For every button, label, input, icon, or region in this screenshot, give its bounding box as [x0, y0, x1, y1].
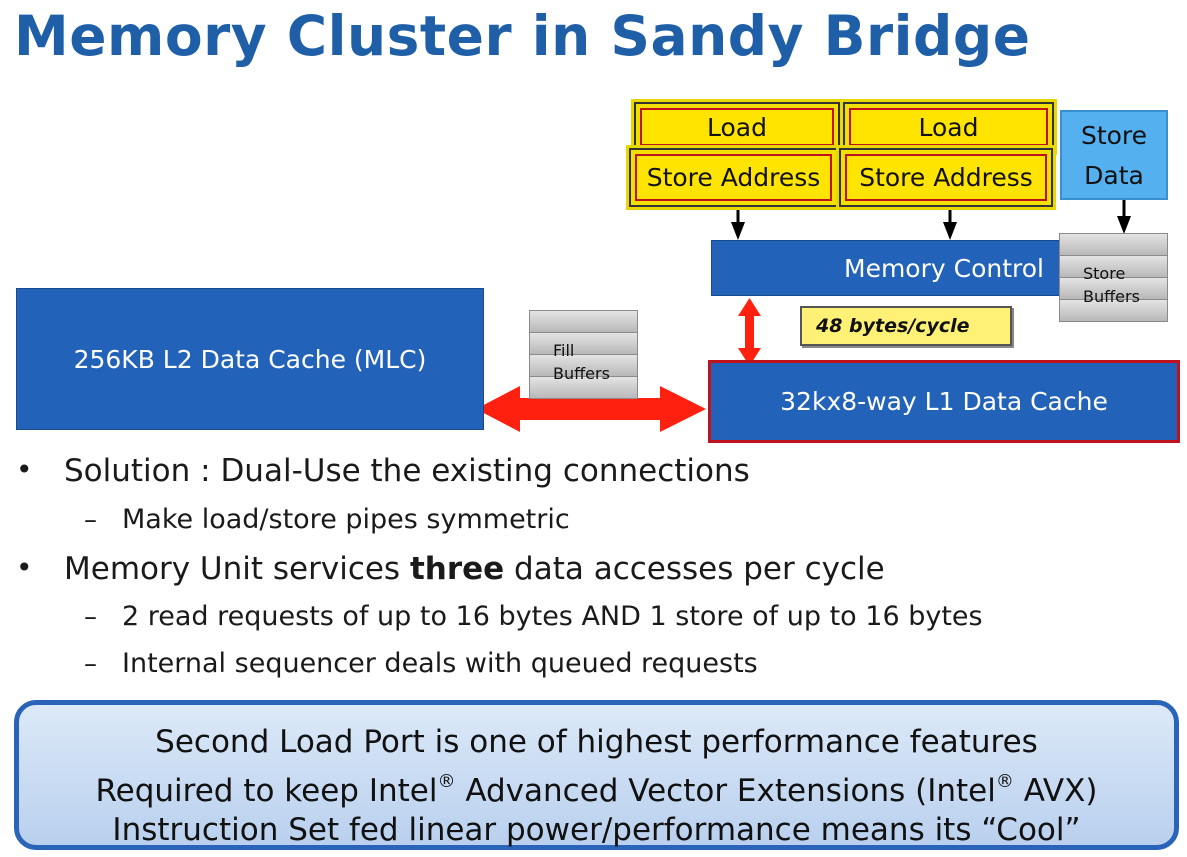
- memory-control-box: Memory Control: [711, 240, 1071, 296]
- bullet-dash: –: [84, 602, 97, 632]
- load-label: Load: [918, 112, 979, 142]
- bullet-memory-unit-post: data accesses per cycle: [504, 551, 885, 587]
- callout-line2: Required to keep Intel® Advanced Vector …: [19, 762, 1174, 811]
- arrow-memory-control-l1: [738, 298, 761, 366]
- bullet-dot: •: [16, 453, 33, 486]
- diagram-arrows: [476, 200, 1131, 432]
- bullet-solution: Solution : Dual-Use the existing connect…: [64, 453, 750, 489]
- bullet-memory-unit: Memory Unit services three data accesses…: [64, 551, 885, 587]
- arrow-l2-l1: [476, 386, 706, 432]
- store-data-box: Store Data: [1060, 110, 1168, 200]
- memory-control-label: Memory Control: [844, 253, 1044, 283]
- bullet-symmetric-pipes: Make load/store pipes symmetric: [122, 504, 570, 535]
- store-buffers-line1: Store: [1083, 264, 1126, 283]
- bullet-dot: •: [16, 551, 33, 584]
- store-data-line2: Data: [1084, 161, 1144, 190]
- arrow-store-data-to-buffers: [1117, 200, 1131, 234]
- arrow-port2-to-memory-control: [943, 210, 957, 240]
- fill-buffers-line1: Fill: [553, 341, 575, 360]
- l1-data-cache-box: 32kx8-way L1 Data Cache: [708, 360, 1180, 443]
- fill-buffers-line2: Buffers: [553, 364, 610, 383]
- bandwidth-label-box: 48 bytes/cycle: [800, 306, 1012, 346]
- callout-line2-b: Advanced Vector Extensions (Intel: [455, 773, 996, 809]
- l1-data-cache-label: 32kx8-way L1 Data Cache: [780, 387, 1108, 416]
- store-address-label: Store Address: [859, 163, 1033, 192]
- store-buffers-stack: Store Buffers: [1059, 233, 1168, 323]
- slide-title: Memory Cluster in Sandy Bridge: [14, 4, 1031, 68]
- registered-mark: ®: [437, 771, 456, 792]
- bullet-memory-unit-pre: Memory Unit services: [64, 551, 410, 587]
- bullet-read-requests: 2 read requests of up to 16 bytes AND 1 …: [122, 601, 983, 632]
- bullet-memory-unit-bold: three: [409, 551, 505, 587]
- load-label: Load: [707, 112, 767, 142]
- store-address-port-1: Store Address: [626, 145, 841, 210]
- bandwidth-label: 48 bytes/cycle: [816, 315, 970, 337]
- callout-line1: Second Load Port is one of highest perfo…: [155, 724, 1038, 760]
- callout-line2-a: Required to keep Intel: [95, 773, 438, 809]
- fill-buffers-stack: Fill Buffers: [529, 310, 638, 400]
- bullet-dash: –: [84, 505, 97, 535]
- store-address-label: Store Address: [646, 163, 821, 192]
- bullet-sequencer: Internal sequencer deals with queued req…: [122, 648, 758, 679]
- registered-mark: ®: [995, 771, 1014, 792]
- arrow-port1-to-memory-control: [731, 210, 745, 240]
- store-data-line1: Store: [1080, 121, 1148, 150]
- store-address-port-2: Store Address: [836, 145, 1056, 210]
- callout-line2-c: AVX): [1013, 773, 1098, 809]
- l2-data-cache-box: 256KB L2 Data Cache (MLC): [16, 288, 484, 430]
- callout-box: Second Load Port is one of highest perfo…: [14, 700, 1179, 850]
- l2-data-cache-label: 256KB L2 Data Cache (MLC): [73, 344, 427, 374]
- load-port-1: Load: [631, 99, 843, 155]
- callout-line3: Instruction Set fed linear power/perform…: [112, 812, 1081, 848]
- bullet-dash: –: [84, 649, 97, 679]
- store-buffers-line2: Buffers: [1083, 287, 1140, 306]
